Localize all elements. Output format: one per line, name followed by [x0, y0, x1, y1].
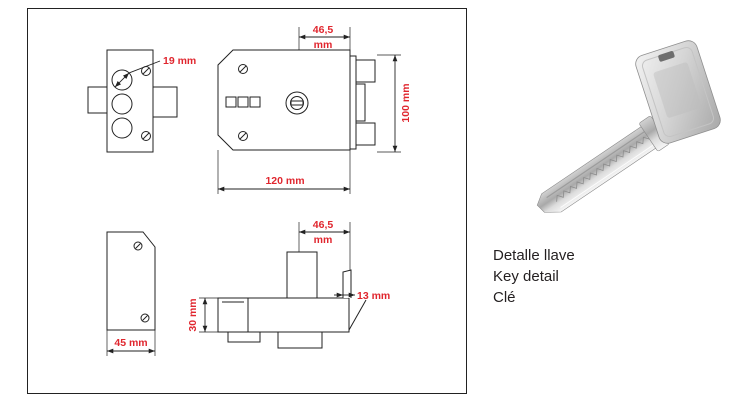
key-caption-fr: Clé [493, 289, 516, 306]
length-label: 120 mm [265, 175, 304, 187]
screw-slot-top [142, 67, 150, 75]
side-latch-bevel [348, 299, 367, 331]
drawing-frame [27, 8, 467, 394]
side-height-label: 30 mm [187, 298, 199, 331]
circle-leader-line [128, 60, 161, 74]
circle-diameter-line [114, 72, 130, 88]
screw-slot-bottom [142, 132, 150, 140]
lock-front-view: 46,5 mm 100 mm 120 mm [217, 24, 412, 194]
cylinder-hole-middle [111, 93, 133, 115]
lock-plate-view: 45 mm [106, 231, 156, 356]
lock-side-view: 46,5 mm 13 mm 30 mm [187, 219, 390, 349]
key-blade-shape [536, 121, 663, 213]
side-cylinder [286, 251, 318, 299]
lock-edge-view: 19 mm [87, 49, 196, 153]
front-slot-1 [225, 96, 237, 108]
key-blade-groove [546, 128, 649, 199]
strike-plate [106, 231, 156, 331]
circle-diameter-label: 19 mm [163, 55, 196, 67]
key-caption-es: Detalle llave [493, 247, 575, 264]
offset-label-value: 46,5 [313, 24, 334, 36]
side-offset-label-unit: mm [314, 234, 333, 246]
side-foot-left [227, 331, 261, 343]
front-screw-slot-bottom [239, 132, 247, 140]
front-screw-slot-top [239, 65, 247, 73]
height-label: 100 mm [400, 83, 412, 122]
keyhole-slot [290, 100, 304, 106]
key-logo-area [653, 62, 702, 118]
right-bolt [152, 86, 178, 118]
front-slot-3 [249, 96, 261, 108]
side-offset-label-value: 46,5 [313, 219, 334, 231]
side-foot-right [277, 331, 323, 349]
key-photo [536, 40, 721, 213]
front-slot-2 [237, 96, 249, 108]
key-head-shape [635, 40, 721, 144]
key-ring-hole [658, 51, 675, 62]
side-body [217, 297, 350, 333]
plate-width-label: 45 mm [114, 337, 147, 349]
plate-screw-slot-bottom [142, 315, 148, 321]
side-latch-spring [342, 269, 352, 298]
key-blade-highlight [560, 142, 657, 208]
cylinder-hole-bottom [111, 117, 133, 139]
key-caption-en: Key detail [493, 268, 559, 285]
offset-label-unit: mm [314, 39, 333, 51]
key-blade [536, 116, 670, 213]
key-blade-cuts [556, 136, 650, 202]
latch-label: 13 mm [357, 290, 390, 302]
plate-screw-slot-top [135, 243, 141, 249]
key-head [635, 40, 721, 144]
left-bolt [87, 86, 108, 114]
front-faceplate [349, 55, 357, 150]
